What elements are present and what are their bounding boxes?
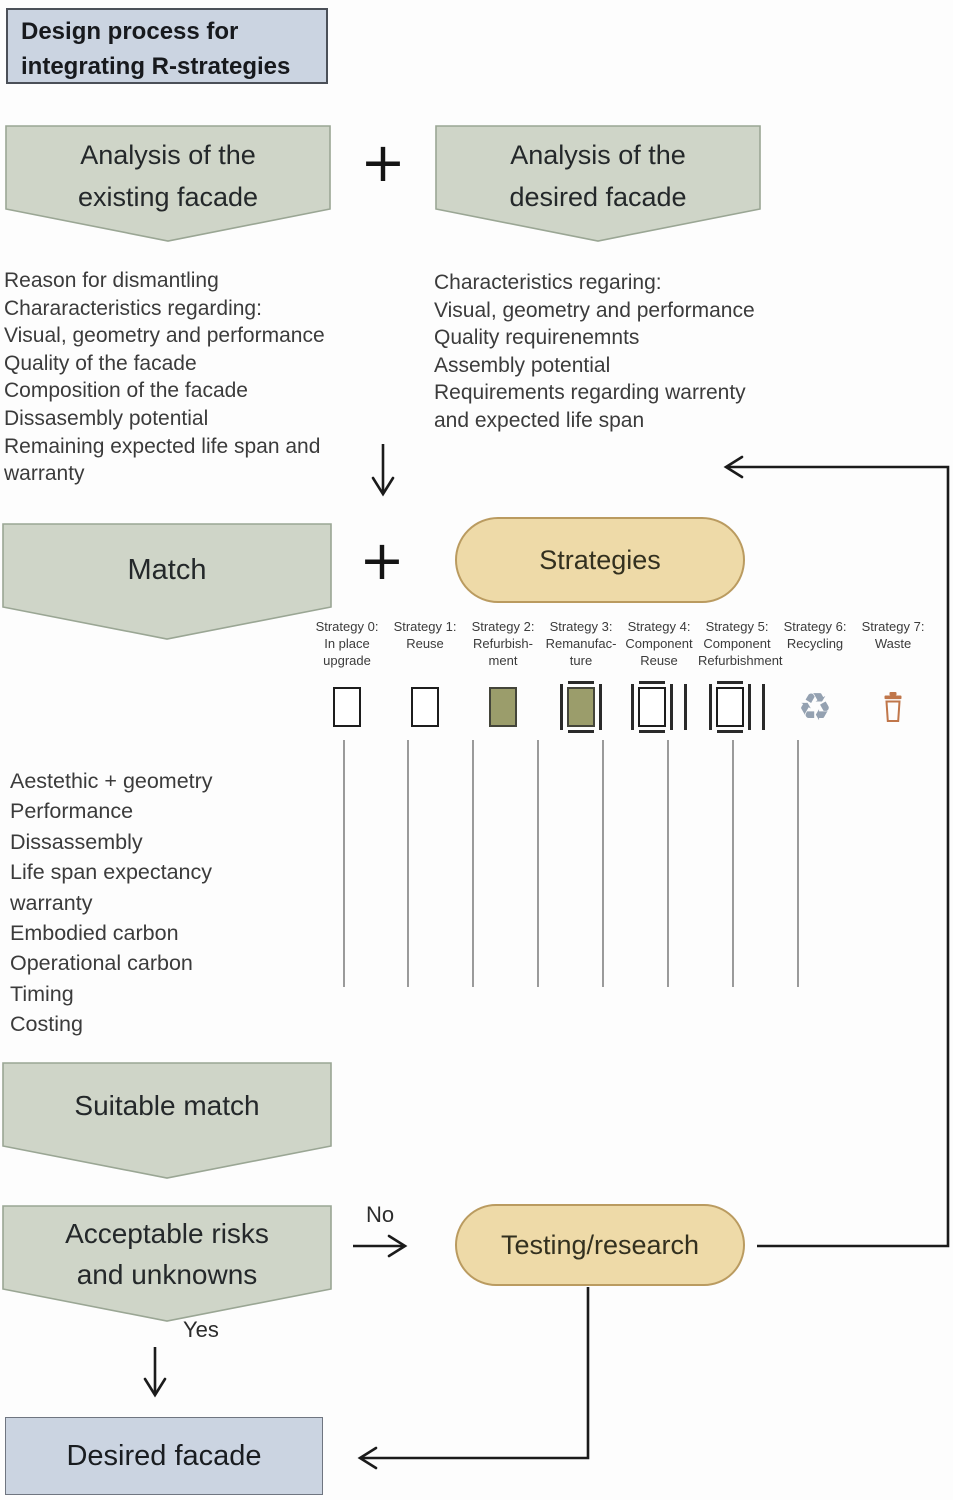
- acceptable-risks-heading: Acceptable risks and unknowns: [65, 1218, 269, 1290]
- strategy-subtitle: Remanufac- ture: [545, 635, 617, 668]
- criteria-line: warranty: [10, 890, 93, 915]
- plus-icon: +: [360, 131, 406, 194]
- pentagon-shape: [435, 125, 761, 242]
- panel-icon: [308, 679, 386, 735]
- strategy-subtitle: Waste: [874, 635, 912, 651]
- strategy-column: Strategy 7: Waste: [854, 619, 932, 735]
- criteria-line: Aestethic + geometry: [10, 769, 213, 793]
- strategy-title: Strategy 0:: [315, 619, 379, 634]
- strategy-title: Strategy 3:: [549, 619, 613, 634]
- suitable-match-heading: Suitable match: [74, 1090, 260, 1121]
- list-line: Quality requirenemnts: [434, 326, 640, 350]
- list-line: Quality of the facade: [4, 351, 197, 375]
- yes-label: Yes: [183, 1317, 219, 1342]
- match-pentagon: Match: [2, 523, 332, 641]
- strategy-subtitle: Recycling: [786, 635, 844, 651]
- list-line: Chararacteristics regarding:: [4, 296, 262, 320]
- plus-icon: +: [359, 529, 405, 592]
- list-line: and expected life span: [434, 408, 645, 432]
- panel-exploded-icon: [620, 679, 698, 735]
- criteria-line: Timing: [10, 981, 74, 1006]
- list-line: Remaining expected life span and: [4, 434, 321, 458]
- strategy-column: Strategy 1: Reuse: [386, 619, 464, 735]
- pentagon-shape: [2, 523, 332, 640]
- strategy-subtitle: Refurbish- ment: [473, 635, 533, 668]
- criteria-line: Dissassembly: [10, 829, 143, 854]
- criteria-line: Embodied carbon: [10, 921, 179, 946]
- trash-icon: [854, 679, 932, 735]
- pentagon-shape: [2, 1062, 332, 1179]
- strategy-title: Strategy 2:: [471, 619, 535, 634]
- list-line: Visual, geometry and performance: [4, 324, 325, 348]
- strategy-subtitle: Component Reuse: [625, 635, 693, 668]
- arrow-testing-feedback-up: [723, 455, 950, 1248]
- testing-research-heading: Testing/research: [500, 1229, 700, 1260]
- list-line: Composition of the facade: [4, 379, 248, 403]
- strategy-column: Strategy 4: Component Reuse: [620, 619, 698, 735]
- analysis-existing-pentagon: Analysis of the existing facade: [5, 125, 331, 243]
- criteria-line: Operational carbon: [10, 951, 193, 976]
- analysis-desired-pentagon: Analysis of the desired facade: [435, 125, 761, 243]
- strategy-title: Strategy 7:: [861, 619, 925, 634]
- criteria-line: Performance: [10, 799, 134, 824]
- strategy-title: Strategy 4:: [627, 619, 691, 634]
- diagram-title-box: Design process for integrating R-strateg…: [6, 8, 328, 84]
- list-line: warranty: [4, 462, 85, 486]
- strategy-column: Strategy 3: Remanufac- ture: [542, 619, 620, 735]
- strategy-title: Strategy 5:: [705, 619, 769, 634]
- analysis-desired-heading: Analysis of the desired facade: [509, 140, 687, 212]
- strategy-subtitle: Reuse: [406, 635, 444, 651]
- desired-facade-box: Desired facade: [5, 1417, 323, 1495]
- pentagon-shape: [2, 1205, 332, 1322]
- strategy-column: Strategy 5: Component Refurbishment: [698, 619, 783, 735]
- recycle-icon: ♻: [797, 685, 833, 729]
- list-line: Reason for dismantling: [4, 269, 219, 292]
- criteria-line: Costing: [10, 1012, 83, 1037]
- strategy-subtitle: In place upgrade: [323, 635, 371, 668]
- list-line: Dissasembly potential: [4, 406, 209, 430]
- list-line: Requirements regarding warrenty: [434, 381, 746, 405]
- strategy-title: Strategy 6:: [783, 619, 847, 634]
- strategy-title: Strategy 1:: [393, 619, 457, 634]
- list-line: Characteristics regaring:: [434, 271, 662, 294]
- testing-research-pill: Testing/research: [455, 1204, 745, 1286]
- panel-filled-icon: [464, 679, 542, 735]
- panel-exploded-icon: [698, 679, 776, 735]
- acceptable-risks-pentagon: Acceptable risks and unknowns: [2, 1205, 332, 1323]
- analysis-existing-heading: Analysis of the existing facade: [77, 140, 259, 212]
- panel-filled-exploded-icon: [542, 679, 620, 735]
- match-heading: Match: [127, 554, 207, 586]
- strategies-heading: Strategies: [539, 544, 661, 575]
- desired-characteristics-list: Characteristics regaring: Visual, geometr…: [434, 269, 755, 435]
- strategy-columns: Strategy 0: In place upgrade Strategy 1:…: [308, 619, 932, 735]
- desired-facade-heading: Desired facade: [66, 1439, 262, 1472]
- strategies-pill: Strategies: [455, 517, 745, 603]
- no-label: No: [366, 1202, 395, 1227]
- list-line: Assembly potential: [434, 353, 611, 377]
- strategy-column: Strategy 6: Recycling ♻: [776, 619, 854, 735]
- strategy-subtitle: Component Refurbishment: [698, 635, 783, 668]
- criteria-line: Life span expectancy: [10, 860, 212, 885]
- arrow-testing-to-desired: [357, 1287, 590, 1470]
- strategy-column-lines: [343, 740, 799, 987]
- suitable-match-pentagon: Suitable match: [2, 1062, 332, 1180]
- strategy-column: Strategy 0: In place upgrade: [308, 619, 386, 735]
- panel-icon: [386, 679, 464, 735]
- strategy-column: Strategy 2: Refurbish- ment: [464, 619, 542, 735]
- list-line: Visual, geometry and performance: [434, 298, 755, 322]
- pentagon-shape: [5, 125, 331, 242]
